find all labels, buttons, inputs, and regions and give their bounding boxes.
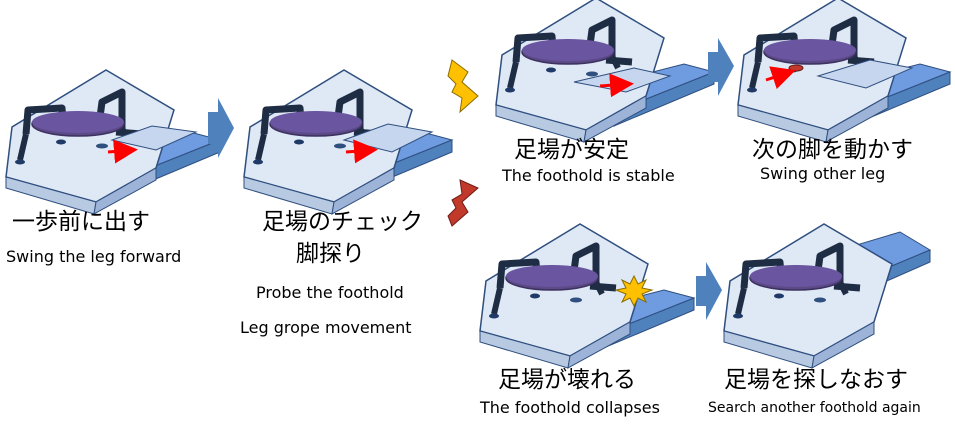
bolt-down-icon bbox=[447, 179, 479, 227]
panel-swing bbox=[6, 70, 221, 214]
panel-probe bbox=[244, 70, 453, 214]
step-probe-en2: Leg grope movement bbox=[240, 318, 412, 337]
burst-icon bbox=[614, 274, 654, 308]
panel-stable bbox=[496, 0, 715, 142]
step-swing-jp: 一歩前に出す bbox=[12, 209, 150, 235]
red-arrow-icon bbox=[599, 73, 634, 98]
step-arrow-icon bbox=[208, 98, 234, 158]
red-arrow-icon bbox=[107, 139, 138, 164]
bolt-up-icon bbox=[447, 59, 479, 114]
step-collapse-jp: 足場が壊れる bbox=[498, 367, 636, 393]
step-next-jp: 次の脚を動かす bbox=[752, 137, 913, 163]
step-search-en: Search another foothold again bbox=[708, 400, 921, 416]
panel-next bbox=[738, 0, 951, 142]
step-probe-en1: Probe the foothold bbox=[256, 283, 404, 302]
step-probe-jp2: 脚探り bbox=[296, 241, 365, 267]
red-arrow-icon bbox=[765, 66, 796, 90]
panel-search bbox=[724, 224, 932, 368]
step-next-en: Swing other leg bbox=[760, 164, 886, 183]
step-stable-en: The foothold is stable bbox=[502, 166, 675, 185]
step-swing-en: Swing the leg forward bbox=[6, 247, 182, 266]
step-arrow-icon bbox=[708, 38, 734, 96]
step-collapse-en: The foothold collapses bbox=[480, 398, 660, 417]
panel-collapse bbox=[480, 224, 695, 368]
step-search-jp: 足場を探しなおす bbox=[724, 367, 908, 393]
step-arrow-icon bbox=[696, 262, 722, 320]
step-probe-jp1: 足場のチェック bbox=[262, 209, 423, 235]
red-arrow-icon bbox=[345, 139, 378, 164]
step-stable-jp: 足場が安定 bbox=[514, 137, 629, 163]
